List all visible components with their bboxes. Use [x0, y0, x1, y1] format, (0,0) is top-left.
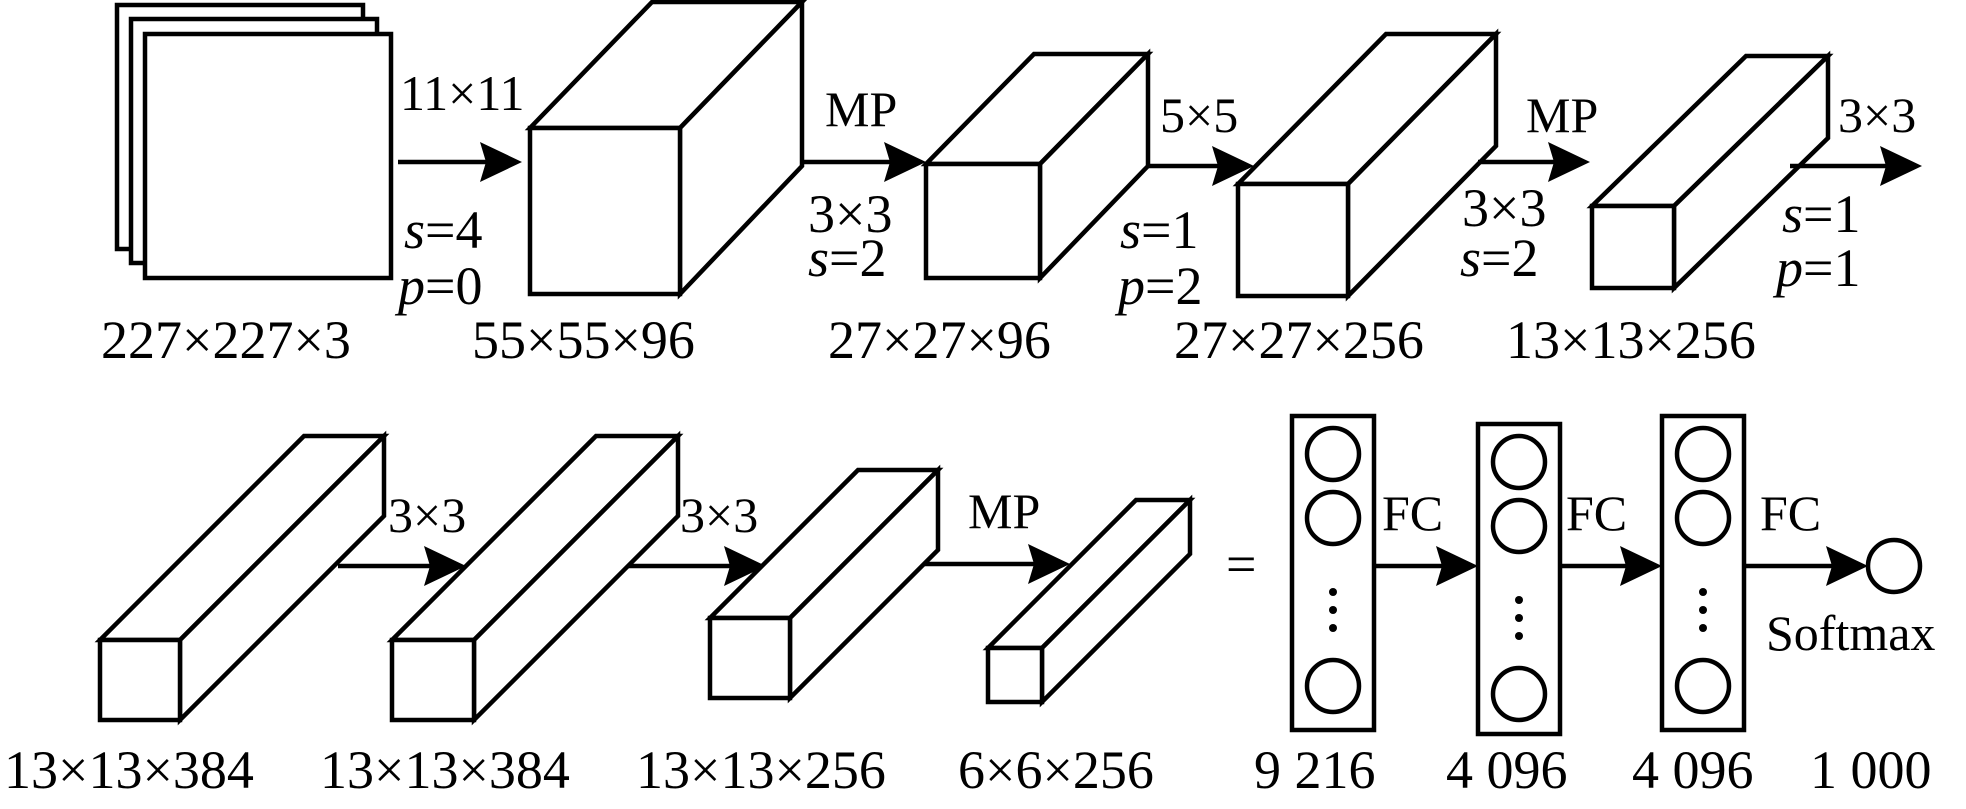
block8-dim-label: 6×6×256	[958, 740, 1154, 800]
feature-block-2	[920, 48, 1154, 284]
conv3-stride-label: s=1	[1782, 184, 1860, 244]
fc-layer-2	[1475, 421, 1563, 737]
pool1-op-label: MP	[825, 81, 897, 137]
pool1-stride-label: s=2	[808, 228, 886, 288]
fc-layer-1	[1289, 413, 1377, 733]
fc3-count-label: 4 096	[1632, 740, 1754, 800]
fc-arrow-3	[1744, 546, 1868, 586]
conv2-stride-label: s=1	[1120, 200, 1198, 260]
block4-dim-label: 13×13×256	[1506, 310, 1756, 370]
fc-arrow-1-label: FC	[1382, 485, 1443, 541]
conv1-padding-label: p=0	[394, 256, 482, 316]
output-count-label: 1 000	[1810, 740, 1932, 800]
fc-arrow-3-label: FC	[1760, 485, 1821, 541]
feature-block-6	[386, 430, 684, 726]
block3-dim-label: 27×27×256	[1174, 310, 1424, 370]
fc2-count-label: 4 096	[1446, 740, 1568, 800]
fc-arrow-1	[1374, 546, 1478, 586]
fc1-count-label: 9 216	[1254, 740, 1376, 800]
input-image-stack	[114, 2, 394, 281]
conv5-arrow	[628, 546, 766, 586]
feature-block-5	[94, 430, 390, 726]
conv3-padding-label: p=1	[1772, 238, 1860, 298]
pool1-kernel-label: 3×3	[808, 184, 892, 244]
block2-dim-label: 27×27×96	[828, 310, 1051, 370]
conv1-stride-label: s=4	[404, 200, 482, 260]
conv2-kernel-label: 5×5	[1160, 87, 1238, 143]
conv1-arrow	[398, 142, 522, 182]
feature-block-7	[704, 464, 944, 704]
feature-block-1	[524, 0, 808, 300]
block6-dim-label: 13×13×384	[320, 740, 570, 800]
feature-block-4	[1586, 50, 1834, 294]
block7-dim-label: 13×13×256	[636, 740, 886, 800]
input-dim-label: 227×227×3	[101, 310, 351, 370]
pool1-arrow	[802, 142, 926, 182]
equals-sign: =	[1226, 534, 1256, 594]
fc-arrow-2	[1560, 546, 1662, 586]
pool3-op-label: MP	[968, 483, 1040, 539]
block5-dim-label: 13×13×384	[4, 740, 254, 800]
conv2-padding-label: p=2	[1114, 256, 1202, 316]
conv1-kernel-label: 11×11	[400, 65, 525, 121]
fc-layer-3	[1659, 413, 1747, 733]
softmax-label: Softmax	[1766, 605, 1935, 661]
fc-arrow-2-label: FC	[1566, 485, 1627, 541]
conv4-arrow	[338, 546, 466, 586]
pool2-kernel-label: 3×3	[1462, 178, 1546, 238]
pool2-arrow	[1478, 142, 1590, 182]
pool3-arrow	[924, 544, 1070, 584]
conv3-kernel-label: 3×3	[1838, 87, 1916, 143]
conv3-arrow	[1790, 146, 1922, 186]
output-node	[1865, 537, 1923, 595]
conv2-arrow	[1148, 146, 1254, 186]
conv5-kernel-label: 3×3	[680, 487, 758, 543]
conv4-kernel-label: 3×3	[388, 487, 466, 543]
feature-block-8	[982, 494, 1196, 708]
feature-block-3	[1232, 28, 1502, 302]
block1-dim-label: 55×55×96	[472, 310, 695, 370]
pool2-stride-label: s=2	[1460, 228, 1538, 288]
pool2-op-label: MP	[1526, 87, 1598, 143]
